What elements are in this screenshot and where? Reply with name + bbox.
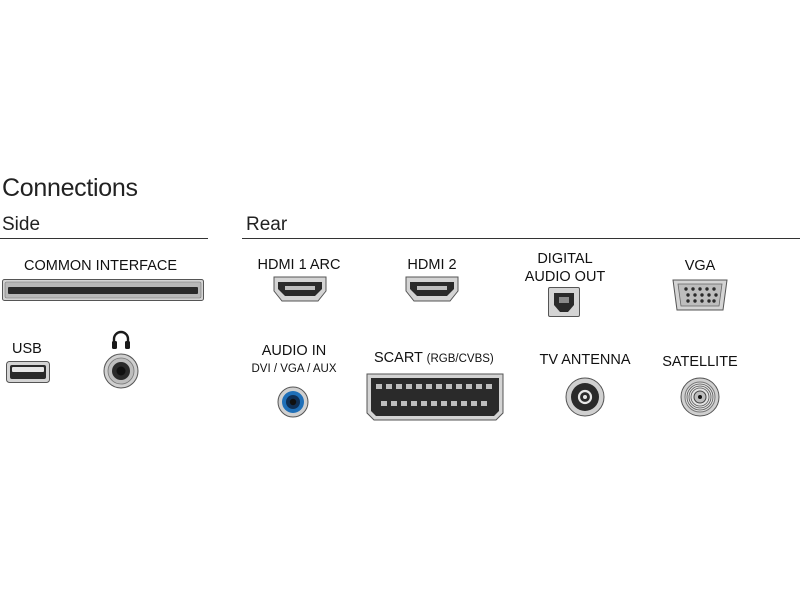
scart-sublabel: (RGB/CVBS) bbox=[426, 353, 494, 365]
hdmi2-port bbox=[405, 276, 459, 302]
hdmi1-label: HDMI 1 ARC bbox=[257, 257, 341, 273]
page-title: Connections bbox=[2, 174, 138, 202]
usb-port bbox=[6, 361, 50, 383]
section-rear-divider bbox=[242, 238, 800, 239]
audio-in-label: AUDIO IN bbox=[261, 343, 327, 359]
common-interface-label: COMMON INTERFACE bbox=[24, 258, 178, 274]
scart-label-text: SCART bbox=[374, 350, 423, 366]
audio-in-port bbox=[277, 386, 309, 418]
digital-audio-label-line2: AUDIO OUT bbox=[524, 269, 606, 285]
tv-antenna-label: TV ANTENNA bbox=[539, 352, 631, 368]
hdmi1-port bbox=[273, 276, 327, 302]
scart-port bbox=[366, 373, 504, 421]
section-rear-label: Rear bbox=[246, 214, 288, 235]
digital-audio-label-line1: DIGITAL bbox=[537, 251, 593, 267]
common-interface-slot bbox=[2, 279, 204, 301]
tv-antenna-port bbox=[565, 377, 605, 417]
satellite-label: SATELLITE bbox=[662, 354, 738, 370]
scart-label: SCART (RGB/CVBS) bbox=[374, 349, 494, 368]
usb-label: USB bbox=[12, 341, 42, 357]
section-side-label: Side bbox=[2, 214, 41, 235]
satellite-port bbox=[680, 377, 720, 417]
headphones-icon bbox=[109, 330, 133, 350]
vga-port bbox=[672, 279, 728, 311]
section-side-divider bbox=[0, 238, 208, 239]
headphone-jack bbox=[103, 353, 139, 389]
hdmi2-label: HDMI 2 bbox=[407, 257, 457, 273]
audio-in-sublabel: DVI / VGA / AUX bbox=[251, 363, 337, 375]
digital-audio-out-port bbox=[548, 287, 580, 317]
vga-label: VGA bbox=[684, 258, 716, 274]
